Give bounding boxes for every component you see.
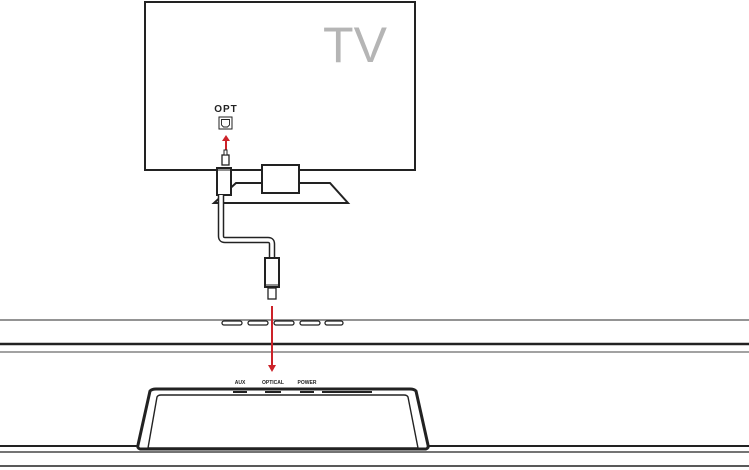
tv-port-label: OPT xyxy=(214,104,238,115)
soundbar-buttons xyxy=(222,321,343,325)
tv-label: TV xyxy=(323,17,388,73)
arrow-down-icon xyxy=(268,306,276,372)
soundbar: AUX OPTICAL POWER xyxy=(0,320,749,466)
tv: TV OPT xyxy=(145,2,415,203)
optical-port-icon xyxy=(219,117,232,129)
port-label-power: POWER xyxy=(298,380,317,386)
soundbar-port-panel xyxy=(138,389,429,449)
port-label-aux: AUX xyxy=(235,380,246,386)
port-label-optical: OPTICAL xyxy=(262,380,284,386)
